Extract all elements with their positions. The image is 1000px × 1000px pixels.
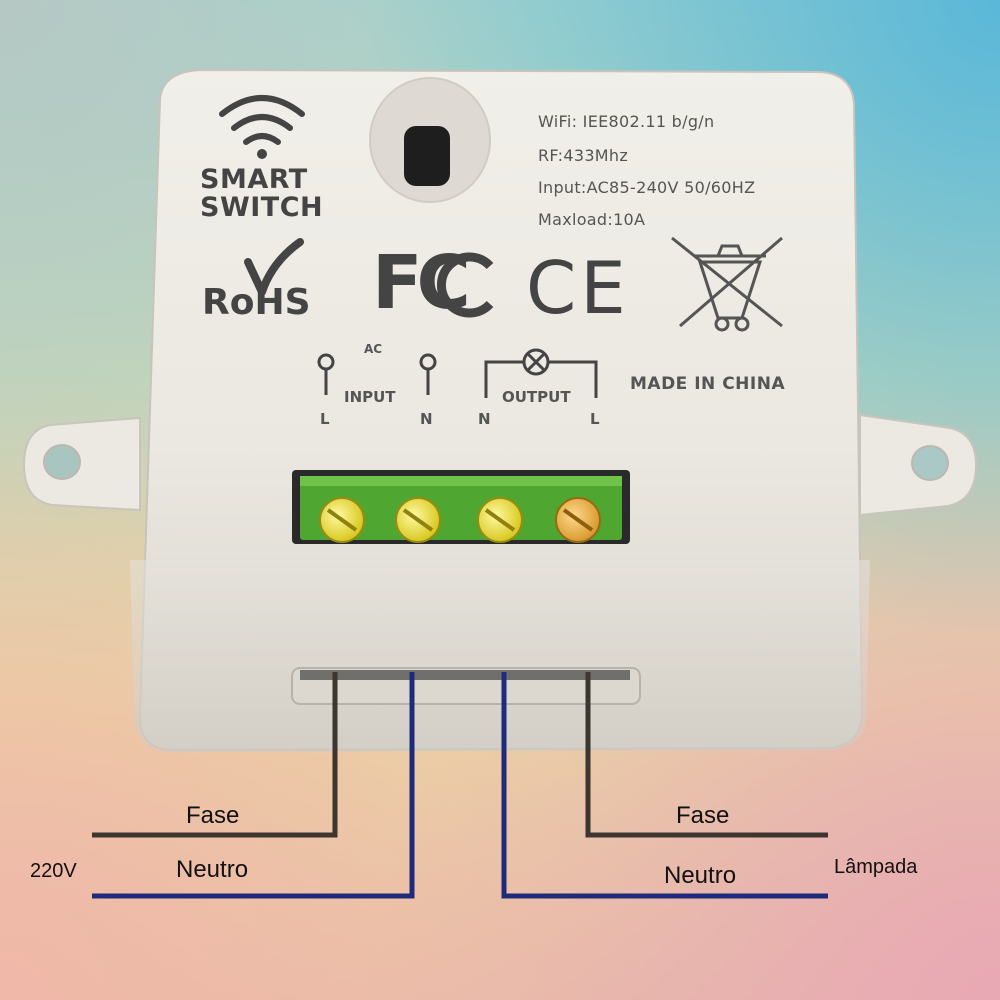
ce-mark: CE <box>526 246 630 330</box>
spec-wifi: WiFi: IEE802.11 b/g/n <box>538 112 715 131</box>
source-voltage-label: 220V <box>30 860 77 882</box>
left-fase-label: Fase <box>186 802 240 829</box>
terminal-block <box>292 470 630 544</box>
made-in-label: MADE IN CHINA <box>630 374 786 394</box>
output-label: OUTPUT <box>502 388 571 406</box>
input-pins <box>317 353 437 395</box>
load-label: Lâmpada <box>834 856 918 878</box>
terminal-label-3: N <box>478 410 491 428</box>
right-neutro-wire <box>501 672 828 899</box>
wifi-icon <box>219 95 305 159</box>
crossed-bin-icon <box>671 236 783 332</box>
spec-input: Input:AC85-240V 50/60HZ <box>538 178 756 197</box>
right-mounting-ear <box>859 413 978 517</box>
rohs-mark: RoHS <box>202 282 311 323</box>
left-neutro-wire <box>92 672 415 899</box>
right-fase-wire <box>585 672 828 838</box>
spec-maxload: Maxload:10A <box>538 210 646 229</box>
reset-button <box>404 126 450 186</box>
lamp-icon <box>484 348 598 398</box>
checkmark-icon <box>244 238 304 296</box>
right-fase-label: Fase <box>676 802 730 829</box>
left-neutro-label: Neutro <box>176 856 249 883</box>
spec-rf: RF:433Mhz <box>538 146 629 165</box>
ac-label: AC <box>364 342 383 356</box>
fcc-mark: FC <box>372 240 471 326</box>
terminal-screw-1 <box>319 497 365 543</box>
terminal-screw-4 <box>555 497 601 543</box>
fcc-inner-c <box>437 252 494 318</box>
terminal-screw-3 <box>477 497 523 543</box>
terminal-label-2: N <box>420 410 433 428</box>
terminal-label-4: L <box>590 410 600 428</box>
terminal-screw-2 <box>395 497 441 543</box>
brand-line-1: SMART <box>200 164 308 195</box>
brand-line-2: SWITCH <box>200 192 324 223</box>
left-mounting-ear <box>22 416 141 512</box>
terminal-label-1: L <box>320 410 330 428</box>
input-label: INPUT <box>344 388 396 406</box>
left-fase-wire <box>92 672 338 838</box>
right-neutro-label: Neutro <box>664 862 737 889</box>
